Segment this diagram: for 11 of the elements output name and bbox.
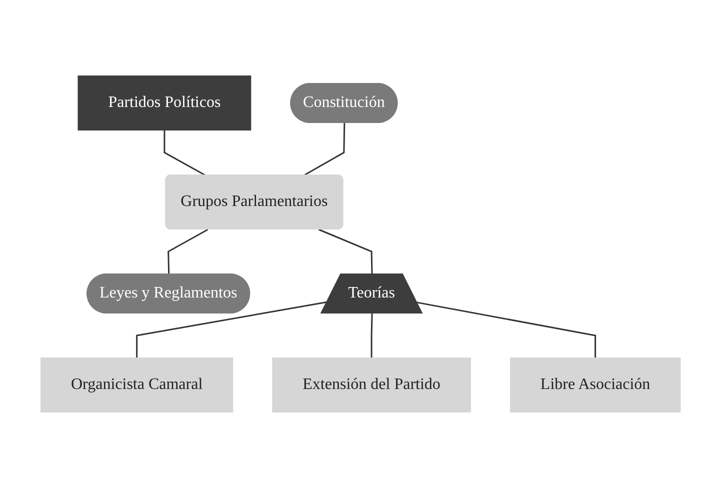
node-box: Libre Asociación <box>510 358 682 412</box>
connector <box>371 313 374 358</box>
connector <box>136 301 328 358</box>
node-box: Organicista Camaral <box>40 358 234 412</box>
connector <box>304 122 346 176</box>
node-box: Extensión del Partido <box>272 358 472 412</box>
connector <box>164 130 206 176</box>
connector <box>318 228 374 275</box>
node-box: Partidos Políticos <box>78 76 252 130</box>
connector <box>417 302 596 358</box>
connector <box>168 228 209 275</box>
